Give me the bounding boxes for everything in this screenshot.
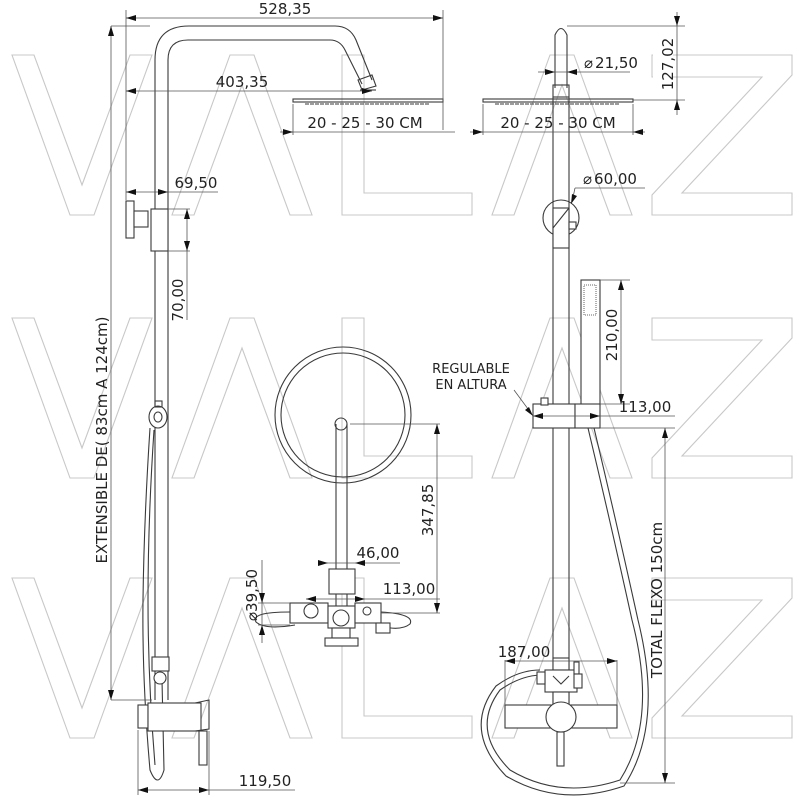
- dim-wall-offset: 69,50: [175, 174, 218, 192]
- shower-head-front: [482, 98, 634, 103]
- dim-handshower-length: 210,00: [603, 309, 621, 362]
- watermark-letter-v: [11, 54, 153, 216]
- dim-slider-width: 113,00: [619, 398, 672, 416]
- dim-arm-reach: 403,35: [216, 73, 269, 91]
- watermark-letter-l: [341, 54, 473, 216]
- shower-head-top-inner: [280, 352, 406, 478]
- dim-handle-diameter: ⌀39,50: [243, 569, 261, 621]
- mixer-lever-side: [198, 730, 208, 766]
- watermark-letter-a: [491, 577, 633, 739]
- hose-length-note: TOTAL FLEXO 150cm: [648, 522, 666, 679]
- dim-total-width: 528,35: [259, 0, 312, 18]
- hose-side: [142, 427, 165, 781]
- dim-arm-diameter: ⌀21,50: [584, 54, 638, 72]
- slider-clamp: [148, 405, 168, 429]
- watermark-letter-z: [651, 54, 793, 216]
- shower-head-top-outer: [274, 346, 412, 484]
- watermark: [11, 54, 793, 739]
- arm-pipe-front: [554, 27, 568, 88]
- riser-pipe-outer: [154, 25, 373, 700]
- watermark-letter-l: [341, 577, 473, 739]
- dim-bracket-diameter: ⌀60,00: [583, 170, 637, 188]
- spray-face-icon: [583, 284, 597, 316]
- diverter: [544, 669, 578, 693]
- slider-note-line2: EN ALTURA: [435, 378, 506, 393]
- extension-range: EXTENSIBLE DE( 83cm A 124cm): [93, 317, 111, 564]
- front-head-size: 20 - 25 - 30 CM: [500, 114, 615, 132]
- watermark-letter-z: [651, 577, 793, 739]
- watermark-letter-a: [491, 54, 633, 216]
- watermark-letter-a: [171, 54, 313, 216]
- mixer-lever-front: [556, 731, 565, 767]
- hose-top-left: [254, 611, 296, 628]
- watermark-letter-z: [651, 317, 793, 479]
- dim-pipe-width: 46,00: [357, 544, 400, 562]
- watermark-letter-v: [11, 577, 153, 739]
- mixer-body-side: [147, 702, 202, 732]
- watermark-letter-l: [341, 317, 473, 479]
- riser-pipe-inner: [167, 39, 363, 700]
- dim-mixer-width: 187,00: [498, 643, 551, 661]
- watermark-letter-v: [11, 317, 153, 479]
- watermark-letter-a: [171, 577, 313, 739]
- side-view: 528,35 403,35 20 - 25 - 30 CM 69,50 70,0…: [93, 0, 455, 795]
- dim-body-width: 113,00: [383, 580, 436, 598]
- shower-head-side: [292, 98, 444, 103]
- arm-nut: [357, 74, 377, 91]
- dim-head-drop: 127,02: [659, 38, 677, 91]
- side-head-size: 20 - 25 - 30 CM: [307, 114, 422, 132]
- wall-bracket-plate: [125, 200, 135, 239]
- dim-support-height: 70,00: [169, 279, 187, 322]
- dim-mixer-depth: 119,50: [239, 772, 292, 790]
- dim-arm-length: 347,85: [419, 484, 437, 537]
- slider-note-line1: REGULABLE: [432, 362, 510, 377]
- top-view: 347,85 46,00 113,00 ⌀39,50: [243, 346, 440, 647]
- watermark-letter-a: [171, 317, 313, 479]
- hose-front: [486, 427, 644, 789]
- front-view: 127,02 ⌀21,50 20 - 25 - 30 CM ⌀60,00 210…: [432, 12, 685, 796]
